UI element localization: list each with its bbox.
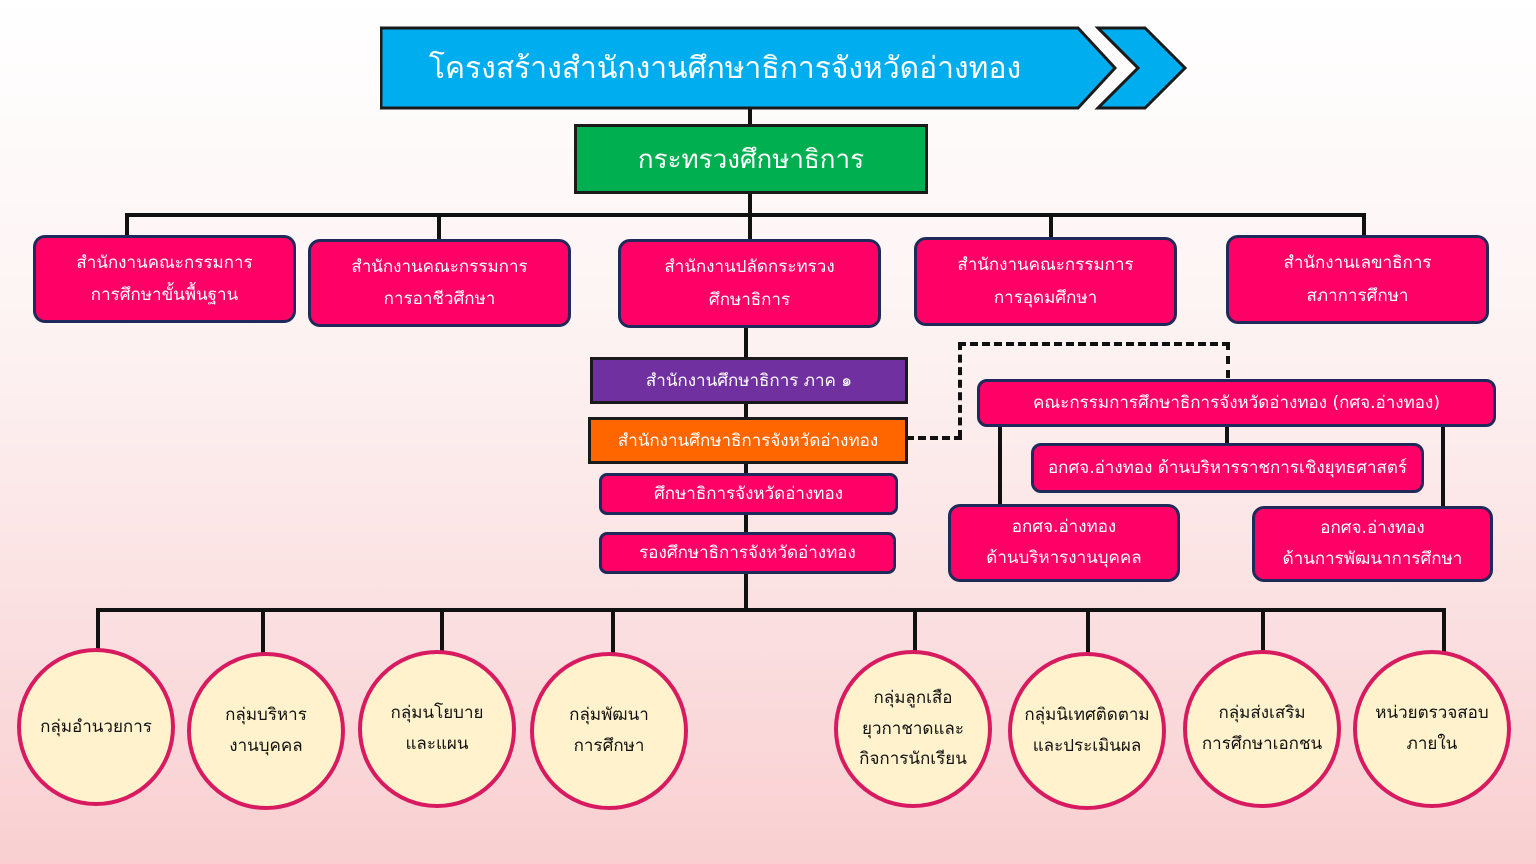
connector-title-ministry — [748, 105, 752, 127]
connector-group-8 — [1442, 608, 1446, 656]
connector-agencies-horizontal — [125, 213, 1365, 217]
subcommittee-line2: ด้านบริหารงานบุคคล — [986, 548, 1142, 568]
agency-box-onec: สำนักงานเลขาธิการ สภาการศึกษา — [1226, 235, 1489, 324]
agency-line1: สำนักงานคณะกรรมการ — [351, 256, 528, 277]
agency-box-vec: สำนักงานคณะกรรมการ การอาชีวศึกษา — [308, 239, 571, 327]
dashed-link-bottom — [906, 436, 962, 440]
group-private-education: กลุ่มส่งเสริม การศึกษาเอกชน — [1183, 650, 1341, 808]
agency-line2: ศึกษาธิการ — [708, 289, 791, 310]
group-personnel: กลุ่มบริหาร งานบุคคล — [187, 652, 345, 810]
group-line: หน่วยตรวจสอบ — [1375, 703, 1489, 724]
deputy-director-box: รองศึกษาธิการจังหวัดอ่างทอง — [599, 532, 896, 574]
subcommittee-line1: อกศจ.อ่างทอง — [1011, 517, 1117, 538]
agency-box-obec: สำนักงานคณะกรรมการ การศึกษาขั้นพื้นฐาน — [33, 235, 296, 323]
group-line: กิจการนักเรียน — [859, 749, 967, 770]
group-line: กลุ่มส่งเสริม — [1218, 703, 1306, 724]
dashed-link-top — [958, 342, 1230, 346]
subcommittee-line1: อกศจ.อ่างทอง — [1320, 518, 1425, 539]
subcommittee-personnel-box: อกศจ.อ่างทอง ด้านบริหารงานบุคคล — [948, 504, 1180, 582]
dashed-link-left — [958, 342, 962, 438]
group-line: กลุ่มอำนวยการ — [40, 716, 152, 737]
page-title: โครงสร้างสำนักงานศึกษาธิการจังหวัดอ่างทอ… — [428, 50, 1022, 86]
connector-group-1 — [96, 608, 100, 652]
connector-group-6 — [1086, 612, 1090, 656]
group-line: การศึกษาเอกชน — [1201, 734, 1323, 754]
connector-group-5 — [913, 612, 917, 656]
group-line: การศึกษา — [573, 736, 645, 756]
subcommittee-line2: ด้านการพัฒนาการศึกษา — [1282, 549, 1463, 569]
group-line: กลุ่มบริหาร — [225, 705, 307, 726]
agency-line2: สภาการศึกษา — [1306, 285, 1409, 306]
dashed-link-right — [1226, 342, 1230, 378]
connector-group-3 — [440, 608, 444, 658]
group-line: และแผน — [405, 734, 469, 754]
director-box: ศึกษาธิการจังหวัดอ่างทอง — [599, 473, 898, 515]
group-education-development: กลุ่มพัฒนา การศึกษา — [530, 652, 688, 810]
group-line: กลุ่มนโยบาย — [390, 703, 484, 724]
connector-group-4 — [611, 608, 615, 658]
subcommittee-development-box: อกศจ.อ่างทอง ด้านการพัฒนาการศึกษา — [1252, 506, 1493, 582]
group-line: ยุวกาชาดและ — [862, 718, 964, 739]
agency-line2: การศึกษาขั้นพื้นฐาน — [90, 285, 239, 305]
region-office-box: สำนักงานศึกษาธิการ ภาค ๑ — [590, 357, 908, 404]
agency-line1: สำนักงานคณะกรรมการ — [957, 255, 1134, 276]
connector-committee-right — [1441, 425, 1445, 509]
connector-groups-horizontal — [96, 608, 1446, 612]
connector-group-2 — [261, 608, 265, 658]
provincial-office-box: สำนักงานศึกษาธิการจังหวัดอ่างทอง — [588, 417, 908, 464]
connector-chain — [744, 326, 748, 612]
subcommittee-strategic-box: อกศจ.อ่างทอง ด้านบริหารราชการเชิงยุทธศาส… — [1031, 443, 1424, 493]
agency-box-ops: สำนักงานปลัดกระทรวง ศึกษาธิการ — [618, 239, 881, 328]
connector-ministry-down — [748, 192, 752, 216]
agency-line1: สำนักงานเลขาธิการ — [1283, 253, 1432, 274]
committee-box: คณะกรรมการศึกษาธิการจังหวัดอ่างทอง (กศจ.… — [977, 379, 1496, 427]
agency-box-ohec: สำนักงานคณะกรรมการ การอุดมศึกษา — [914, 237, 1177, 326]
group-scouts-student-affairs: กลุ่มลูกเสือ ยุวกาชาดและ กิจการนักเรียน — [834, 650, 992, 808]
connector-agency-5 — [1362, 213, 1366, 237]
group-line: กลุ่มพัฒนา — [569, 705, 649, 726]
agency-line2: การอุดมศึกษา — [993, 287, 1098, 308]
title-banner: โครงสร้างสำนักงานศึกษาธิการจังหวัดอ่างทอ… — [380, 26, 1188, 110]
group-line: ภายใน — [1406, 734, 1458, 754]
banner-arrow-shape — [380, 26, 1188, 110]
group-line: กลุ่มนิเทศติดตาม — [1024, 705, 1150, 726]
group-line: กลุ่มลูกเสือ — [873, 688, 953, 709]
group-supervision-evaluation: กลุ่มนิเทศติดตาม และประเมินผล — [1008, 652, 1166, 810]
group-administration: กลุ่มอำนวยการ — [17, 648, 175, 806]
ministry-box: กระทรวงศึกษาธิการ — [574, 124, 928, 194]
group-policy-planning: กลุ่มนโยบาย และแผน — [358, 650, 516, 808]
connector-committee-left — [998, 425, 1002, 507]
group-line: และประเมินผล — [1032, 736, 1142, 756]
connector-agency-3 — [748, 213, 752, 243]
connector-agency-2 — [437, 213, 441, 241]
agency-line1: สำนักงานปลัดกระทรวง — [664, 257, 835, 278]
agency-line2: การอาชีวศึกษา — [383, 289, 496, 309]
connector-agency-4 — [1049, 213, 1053, 239]
connector-agency-1 — [125, 213, 129, 237]
connector-committee-mid — [1225, 425, 1229, 445]
group-internal-audit: หน่วยตรวจสอบ ภายใน — [1353, 650, 1511, 808]
group-line: งานบุคคล — [229, 736, 303, 756]
agency-line1: สำนักงานคณะกรรมการ — [76, 252, 253, 273]
connector-group-7 — [1261, 612, 1265, 656]
